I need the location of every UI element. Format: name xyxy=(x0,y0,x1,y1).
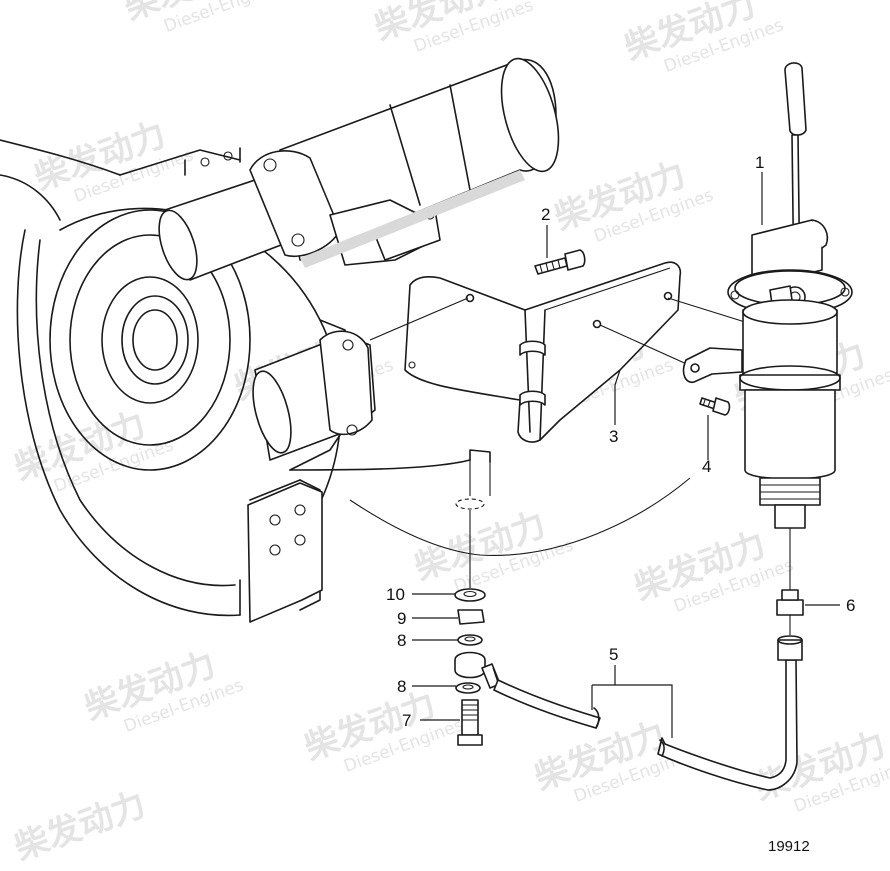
watermark-cn: 柴发动力 xyxy=(9,784,150,868)
pipe-assembly xyxy=(454,510,804,791)
callout-8-lower: 8 xyxy=(397,677,406,696)
callout-3: 3 xyxy=(609,427,618,446)
callout-1: 1 xyxy=(755,153,764,172)
lower-mount-housing xyxy=(252,330,376,461)
callout-5: 5 xyxy=(609,645,618,664)
mounting-bracket xyxy=(404,261,682,443)
callout-10: 10 xyxy=(386,585,405,604)
starter-motor xyxy=(158,57,560,281)
callout-8-upper: 8 xyxy=(397,631,406,650)
reference-number: 19912 xyxy=(768,838,810,855)
engine-flywheel-housing xyxy=(0,139,491,623)
callout-4: 4 xyxy=(702,457,711,476)
bolt-part-4 xyxy=(699,397,731,416)
callout-9: 9 xyxy=(397,609,406,628)
callout-6: 6 xyxy=(846,596,855,615)
callout-leaders xyxy=(412,172,840,738)
callout-labels: 1 2 3 4 5 6 7 8 8 9 10 xyxy=(386,153,855,730)
callout-2: 2 xyxy=(541,205,550,224)
callout-7: 7 xyxy=(402,711,411,730)
bolt-part-2 xyxy=(534,249,586,275)
control-unit-part-1 xyxy=(682,62,853,529)
dashed-reference-outline xyxy=(349,460,691,556)
assembly-lines xyxy=(369,297,746,371)
